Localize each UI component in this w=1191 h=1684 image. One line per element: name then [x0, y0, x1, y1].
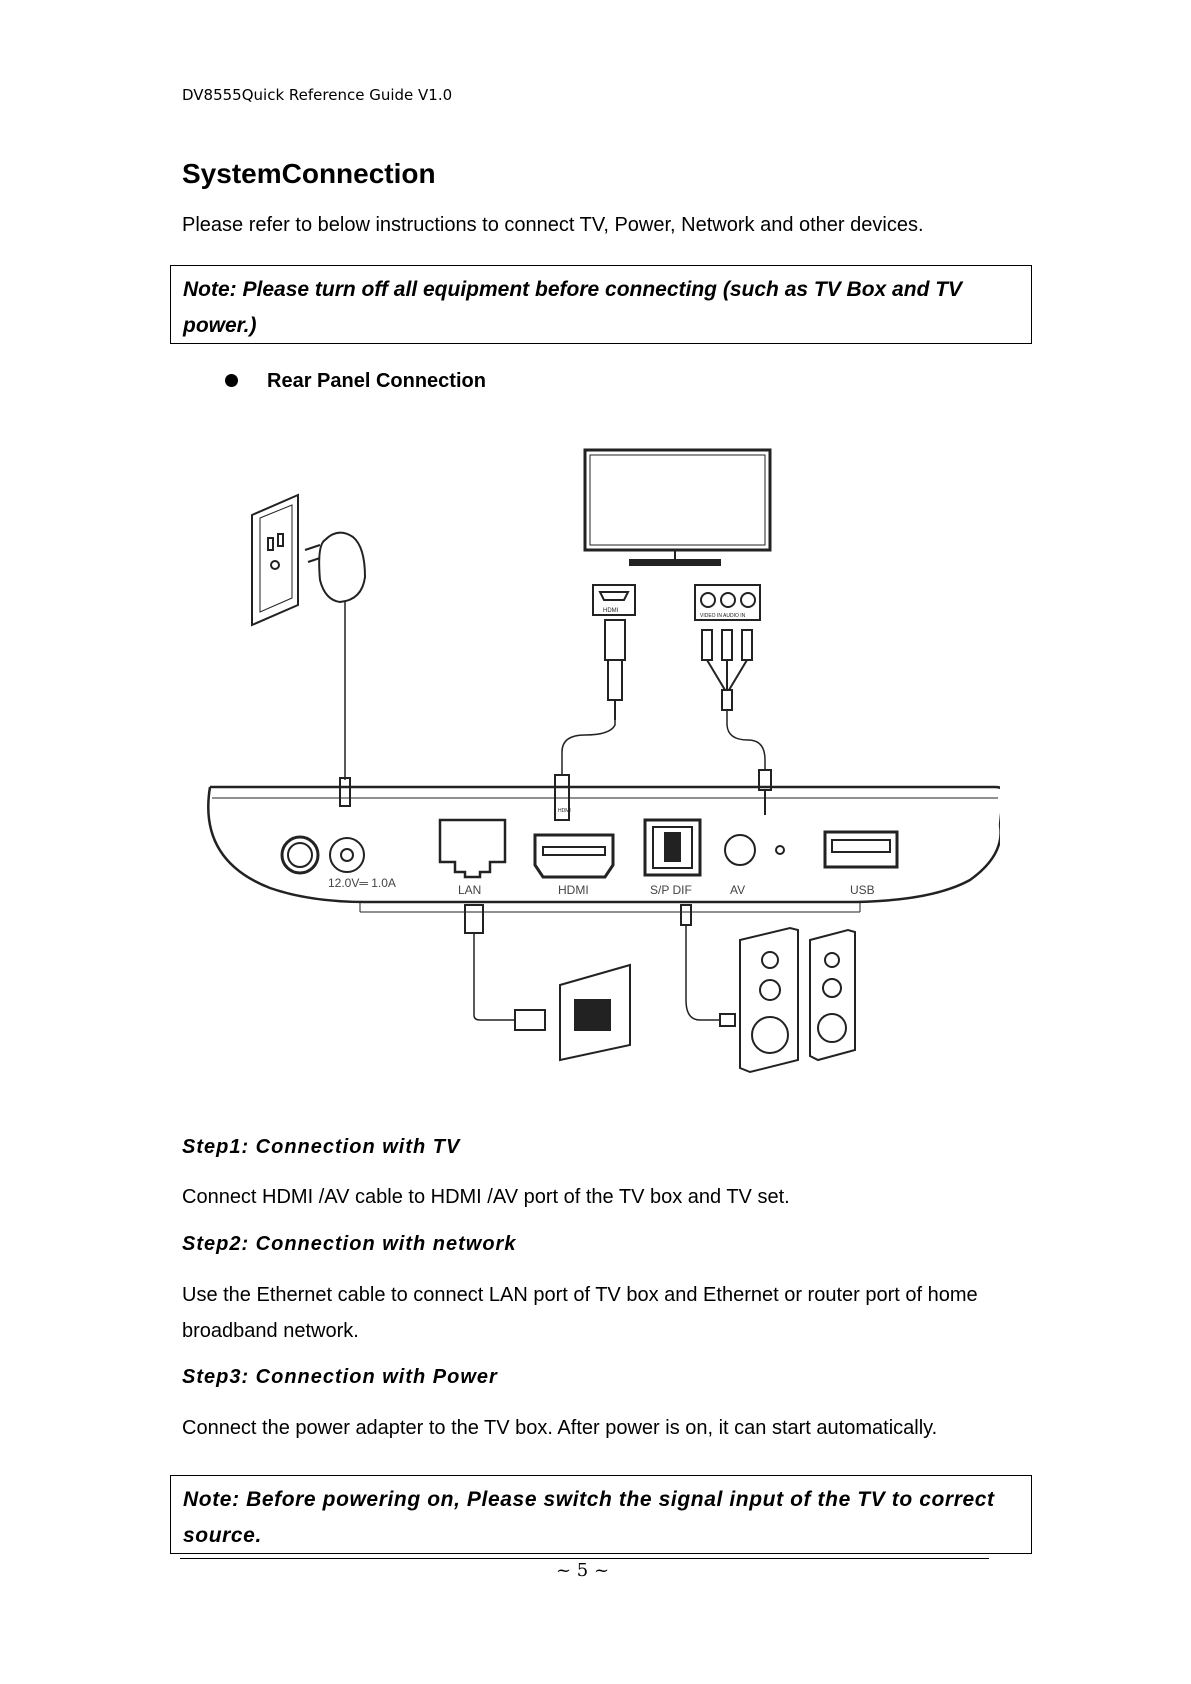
port-lan-label: LAN — [458, 883, 481, 897]
ethernet-wall-jack-icon — [559, 963, 631, 1062]
tv-hdmi-socket-icon: HDMI — [592, 584, 636, 720]
port-spdif-label: S/P DIF — [650, 883, 692, 897]
step1-text: Connect HDMI /AV cable to HDMI /AV port … — [182, 1186, 790, 1208]
tv-av-socket-icon: VIDEO IN AUDIO IN — [694, 584, 761, 711]
tv-hdmi-label: HDMI — [603, 608, 619, 614]
speaker-right-icon — [809, 928, 856, 1062]
step3-text: Connect the power adapter to the TV box.… — [182, 1417, 938, 1439]
bullet-heading: Rear Panel Connection — [267, 370, 486, 392]
usb-port-icon: USB — [823, 830, 899, 897]
rear-panel-diagram: HDMI VIDEO IN AUDIO IN HDMI — [207, 448, 1000, 1074]
page-header: DV8555Quick Reference Guide V1.0 — [182, 86, 453, 104]
reset-button-icon — [280, 835, 320, 875]
step2-text: Use the Ethernet cable to connect LAN po… — [182, 1284, 978, 1342]
spdif-port-icon: S/P DIF — [643, 818, 702, 897]
step3-heading: Step3: Connection with Power — [182, 1366, 498, 1388]
av-port-icon: AV — [724, 834, 785, 897]
power-port-icon: 12.0V═ 1.0A — [328, 837, 396, 890]
port-av-label: AV — [730, 883, 745, 897]
page-title: SystemConnection — [182, 158, 436, 189]
tv-av-labels: VIDEO IN AUDIO IN — [700, 613, 746, 619]
speaker-left-icon — [739, 926, 799, 1074]
note-box-bottom: Note: Before powering on, Please switch … — [170, 1475, 1032, 1554]
plug-hdmi-label: HDMI — [558, 808, 571, 814]
bullet-icon — [225, 374, 238, 387]
port-hdmi-label: HDMI — [558, 883, 589, 897]
tv-box-rear-icon — [207, 785, 1000, 913]
note-top-text: Note: Please turn off all equipment befo… — [183, 278, 963, 337]
hdmi-port-icon: HDMI — [533, 833, 615, 897]
footer-divider — [180, 1558, 989, 1559]
intro-text: Please refer to below instructions to co… — [182, 214, 924, 236]
wall-outlet-icon — [251, 493, 299, 627]
port-usb-label: USB — [850, 883, 875, 897]
power-adapter-icon — [304, 531, 367, 604]
step1-heading: Step1: Connection with TV — [182, 1136, 461, 1158]
page-number: ~ 5 ~ — [555, 1560, 610, 1581]
tv-icon — [583, 448, 772, 566]
note-bottom-text: Note: Before powering on, Please switch … — [183, 1488, 995, 1547]
lan-port-icon: LAN — [438, 818, 507, 897]
note-box-top: Note: Please turn off all equipment befo… — [170, 265, 1032, 344]
port-power-rating: 12.0V═ 1.0A — [328, 876, 396, 890]
step2-heading: Step2: Connection with network — [182, 1233, 517, 1255]
